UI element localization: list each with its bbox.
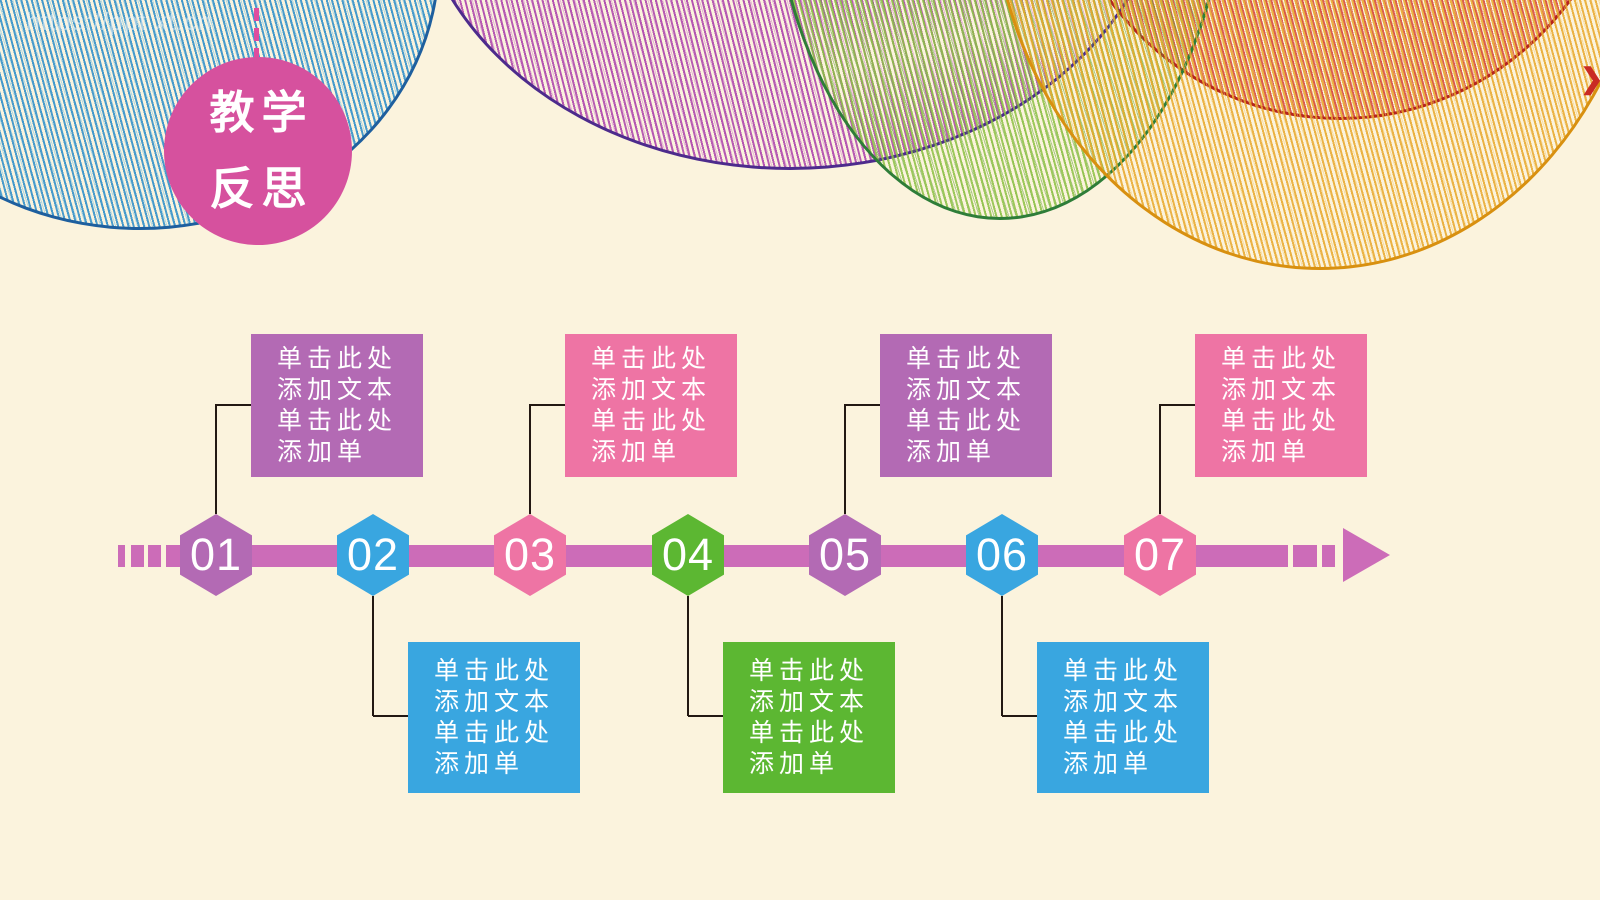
step-textbox-02[interactable]: 单击此处 添加文本 单击此处 添加单 xyxy=(408,642,580,793)
step-number: 02 xyxy=(346,529,400,580)
timeline-end-dash xyxy=(1293,545,1317,567)
placeholder-line: 单击此处 xyxy=(277,407,398,435)
orange-scribble-arc xyxy=(990,0,1600,270)
placeholder-line: 添加文本 xyxy=(434,688,555,716)
connector-line xyxy=(1002,715,1037,717)
edge-arrow-mark: ❯ xyxy=(1580,62,1600,95)
placeholder-line: 添加单 xyxy=(591,438,682,466)
connector-line xyxy=(687,596,689,716)
connector-line xyxy=(1159,404,1161,514)
timeline-end-dash xyxy=(1322,545,1335,567)
placeholder-line: 添加单 xyxy=(434,750,525,778)
step-hexagon-01: 01 xyxy=(180,514,252,596)
watermark: https://ppt.xt.cn xyxy=(26,8,213,36)
placeholder-line: 单击此处 xyxy=(434,657,555,685)
title-line-2: 反思 xyxy=(209,163,314,214)
step-number: 07 xyxy=(1133,529,1187,580)
connector-line xyxy=(529,404,531,514)
placeholder-line: 添加文本 xyxy=(277,376,398,404)
placeholder-line: 添加文本 xyxy=(749,688,870,716)
placeholder-line: 单击此处 xyxy=(1221,345,1342,373)
connector-line xyxy=(1001,596,1003,716)
step-textbox-03[interactable]: 单击此处 添加文本 单击此处 添加单 xyxy=(565,334,737,477)
step-textbox-04[interactable]: 单击此处 添加文本 单击此处 添加单 xyxy=(723,642,895,793)
step-hexagon-03: 03 xyxy=(494,514,566,596)
placeholder-line: 单击此处 xyxy=(1063,657,1184,685)
step-hexagon-05: 05 xyxy=(809,514,881,596)
placeholder-line: 单击此处 xyxy=(906,345,1027,373)
placeholder-line: 添加单 xyxy=(1221,438,1312,466)
connector-line xyxy=(215,404,217,514)
step-hexagon-06: 06 xyxy=(966,514,1038,596)
step-hexagon-02: 02 xyxy=(337,514,409,596)
timeline-arrow-head xyxy=(1343,528,1390,582)
connector-line xyxy=(844,404,846,514)
placeholder-line: 单击此处 xyxy=(591,407,712,435)
step-textbox-01[interactable]: 单击此处 添加文本 单击此处 添加单 xyxy=(251,334,423,477)
step-number: 04 xyxy=(661,529,715,580)
timeline-bar xyxy=(166,545,1288,567)
placeholder-line: 单击此处 xyxy=(749,719,870,747)
title-badge: 教学 反思 xyxy=(164,57,352,245)
placeholder-line: 单击此处 xyxy=(591,345,712,373)
timeline-start-dash xyxy=(148,545,161,567)
connector-line xyxy=(1160,404,1195,406)
placeholder-line: 添加文本 xyxy=(1063,688,1184,716)
step-textbox-06[interactable]: 单击此处 添加文本 单击此处 添加单 xyxy=(1037,642,1209,793)
step-number: 03 xyxy=(503,529,557,580)
placeholder-line: 单击此处 xyxy=(749,657,870,685)
placeholder-line: 添加单 xyxy=(1063,750,1154,778)
step-number: 01 xyxy=(189,529,243,580)
placeholder-line: 添加单 xyxy=(277,438,368,466)
placeholder-line: 单击此处 xyxy=(434,719,555,747)
connector-line xyxy=(530,404,565,406)
placeholder-line: 单击此处 xyxy=(1063,719,1184,747)
badge-hanger-dashed-line xyxy=(254,8,259,60)
connector-line xyxy=(845,404,880,406)
step-number: 05 xyxy=(818,529,872,580)
timeline-start-dash xyxy=(118,545,125,567)
placeholder-line: 单击此处 xyxy=(277,345,398,373)
connector-line xyxy=(216,404,251,406)
step-textbox-07[interactable]: 单击此处 添加文本 单击此处 添加单 xyxy=(1195,334,1367,477)
connector-line xyxy=(373,715,408,717)
placeholder-line: 添加单 xyxy=(749,750,840,778)
placeholder-line: 添加文本 xyxy=(591,376,712,404)
placeholder-line: 单击此处 xyxy=(1221,407,1342,435)
step-hexagon-04: 04 xyxy=(652,514,724,596)
timeline-start-dash xyxy=(131,545,144,567)
placeholder-line: 添加文本 xyxy=(1221,376,1342,404)
placeholder-line: 单击此处 xyxy=(906,407,1027,435)
placeholder-line: 添加单 xyxy=(906,438,997,466)
step-textbox-05[interactable]: 单击此处 添加文本 单击此处 添加单 xyxy=(880,334,1052,477)
step-number: 06 xyxy=(975,529,1029,580)
placeholder-line: 添加文本 xyxy=(906,376,1027,404)
title-line-1: 教学 xyxy=(209,87,314,138)
connector-line xyxy=(372,596,374,716)
connector-line xyxy=(688,715,723,717)
step-hexagon-07: 07 xyxy=(1124,514,1196,596)
